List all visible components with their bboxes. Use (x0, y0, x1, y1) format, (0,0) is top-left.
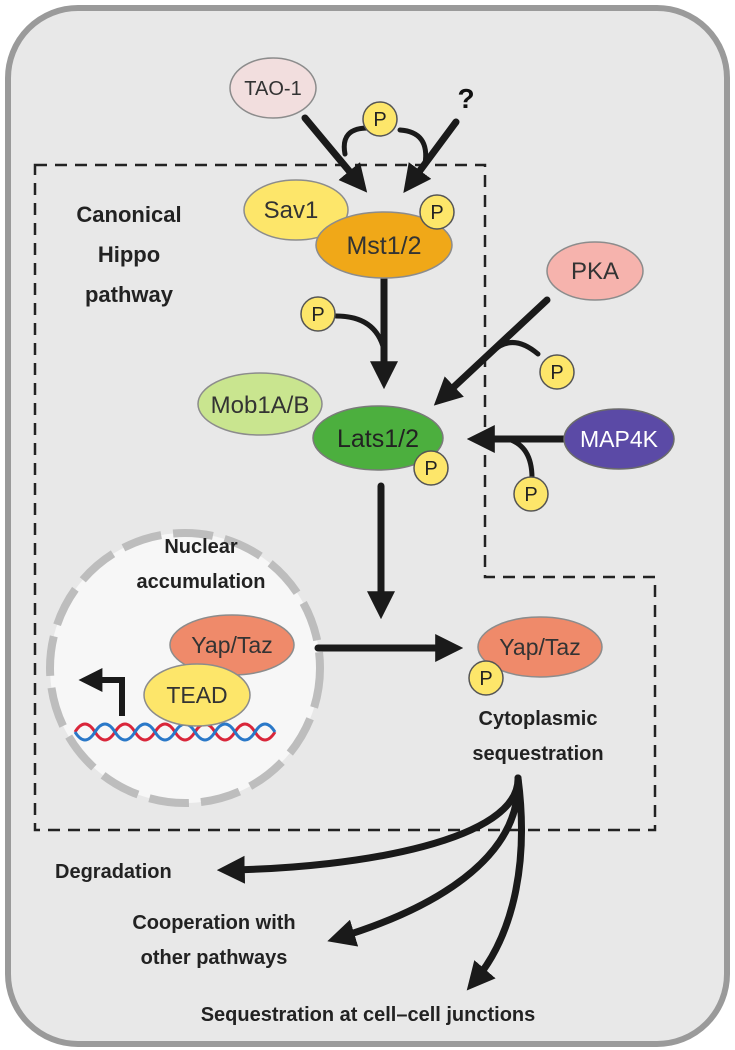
mst-node (315, 211, 453, 279)
nuclear-label-line1: Nuclear (164, 536, 238, 558)
yap-cyto-label: Yap/Taz (499, 634, 580, 660)
dna-helix (73, 722, 277, 742)
fate-junctions-label: Sequestration at cell–cell junctions (201, 1004, 536, 1026)
unknown-to-mst-arrow (397, 118, 460, 193)
lats-node (312, 405, 444, 471)
pka-node (546, 241, 644, 301)
tao1-node (229, 57, 317, 119)
tead-node (143, 663, 251, 727)
cell-boundary (5, 5, 730, 1047)
phospho-label: P (373, 109, 386, 131)
yap-nuclear-label: Yap/Taz (191, 632, 272, 658)
phospho-icon (468, 660, 504, 696)
unknown-kinase-label: ? (457, 83, 474, 114)
tead-label: TEAD (166, 682, 227, 708)
map4k-label: MAP4K (580, 426, 659, 452)
tao1-label: TAO-1 (244, 78, 301, 100)
fate-coop-label-line1: Cooperation with (132, 912, 295, 934)
phospho-label: P (311, 304, 324, 326)
mst-to-lats-arrow (333, 274, 398, 390)
phospho-label: P (430, 202, 443, 224)
cyto-label-line1: Cytoplasmic (479, 708, 598, 730)
mob-label: Mob1A/B (211, 392, 310, 419)
lats-label: Lats1/2 (337, 425, 419, 453)
pka-to-lats-arrow (433, 296, 551, 406)
phospho-icon (513, 476, 549, 512)
fate-arrows (216, 774, 525, 991)
canonical-label-line3: pathway (85, 282, 174, 307)
yap-cyto-node (477, 616, 603, 678)
fate-coop-label-line2: other pathways (141, 947, 288, 969)
mst-label: Mst1/2 (346, 232, 421, 260)
phospho-icon (539, 354, 575, 390)
mob-node (197, 372, 323, 436)
phospho-label: P (424, 458, 437, 480)
canonical-label-line1: Canonical (76, 202, 181, 227)
pka-label: PKA (571, 258, 619, 285)
nuclear-label-line2: accumulation (137, 571, 266, 593)
canonical-label-line2: Hippo (98, 242, 160, 267)
map4k-to-lats-arrow (466, 425, 569, 481)
phospho-label: P (524, 484, 537, 506)
cyto-label-line2: sequestration (472, 743, 603, 765)
phospho-icon (300, 296, 336, 332)
transcription-arrow (78, 668, 125, 716)
phospho-label: P (479, 668, 492, 690)
canonical-pathway-box (33, 163, 657, 832)
tao1-to-mst-arrow (301, 114, 371, 193)
fate-degradation-label: Degradation (55, 861, 172, 883)
sav1-label: Sav1 (264, 197, 319, 224)
phospho-label: P (550, 362, 563, 384)
map4k-node (563, 408, 675, 470)
sav1-node (243, 179, 349, 241)
phospho-icon (413, 450, 449, 486)
phospho-icon (419, 194, 455, 230)
phospho-icon (362, 101, 398, 137)
